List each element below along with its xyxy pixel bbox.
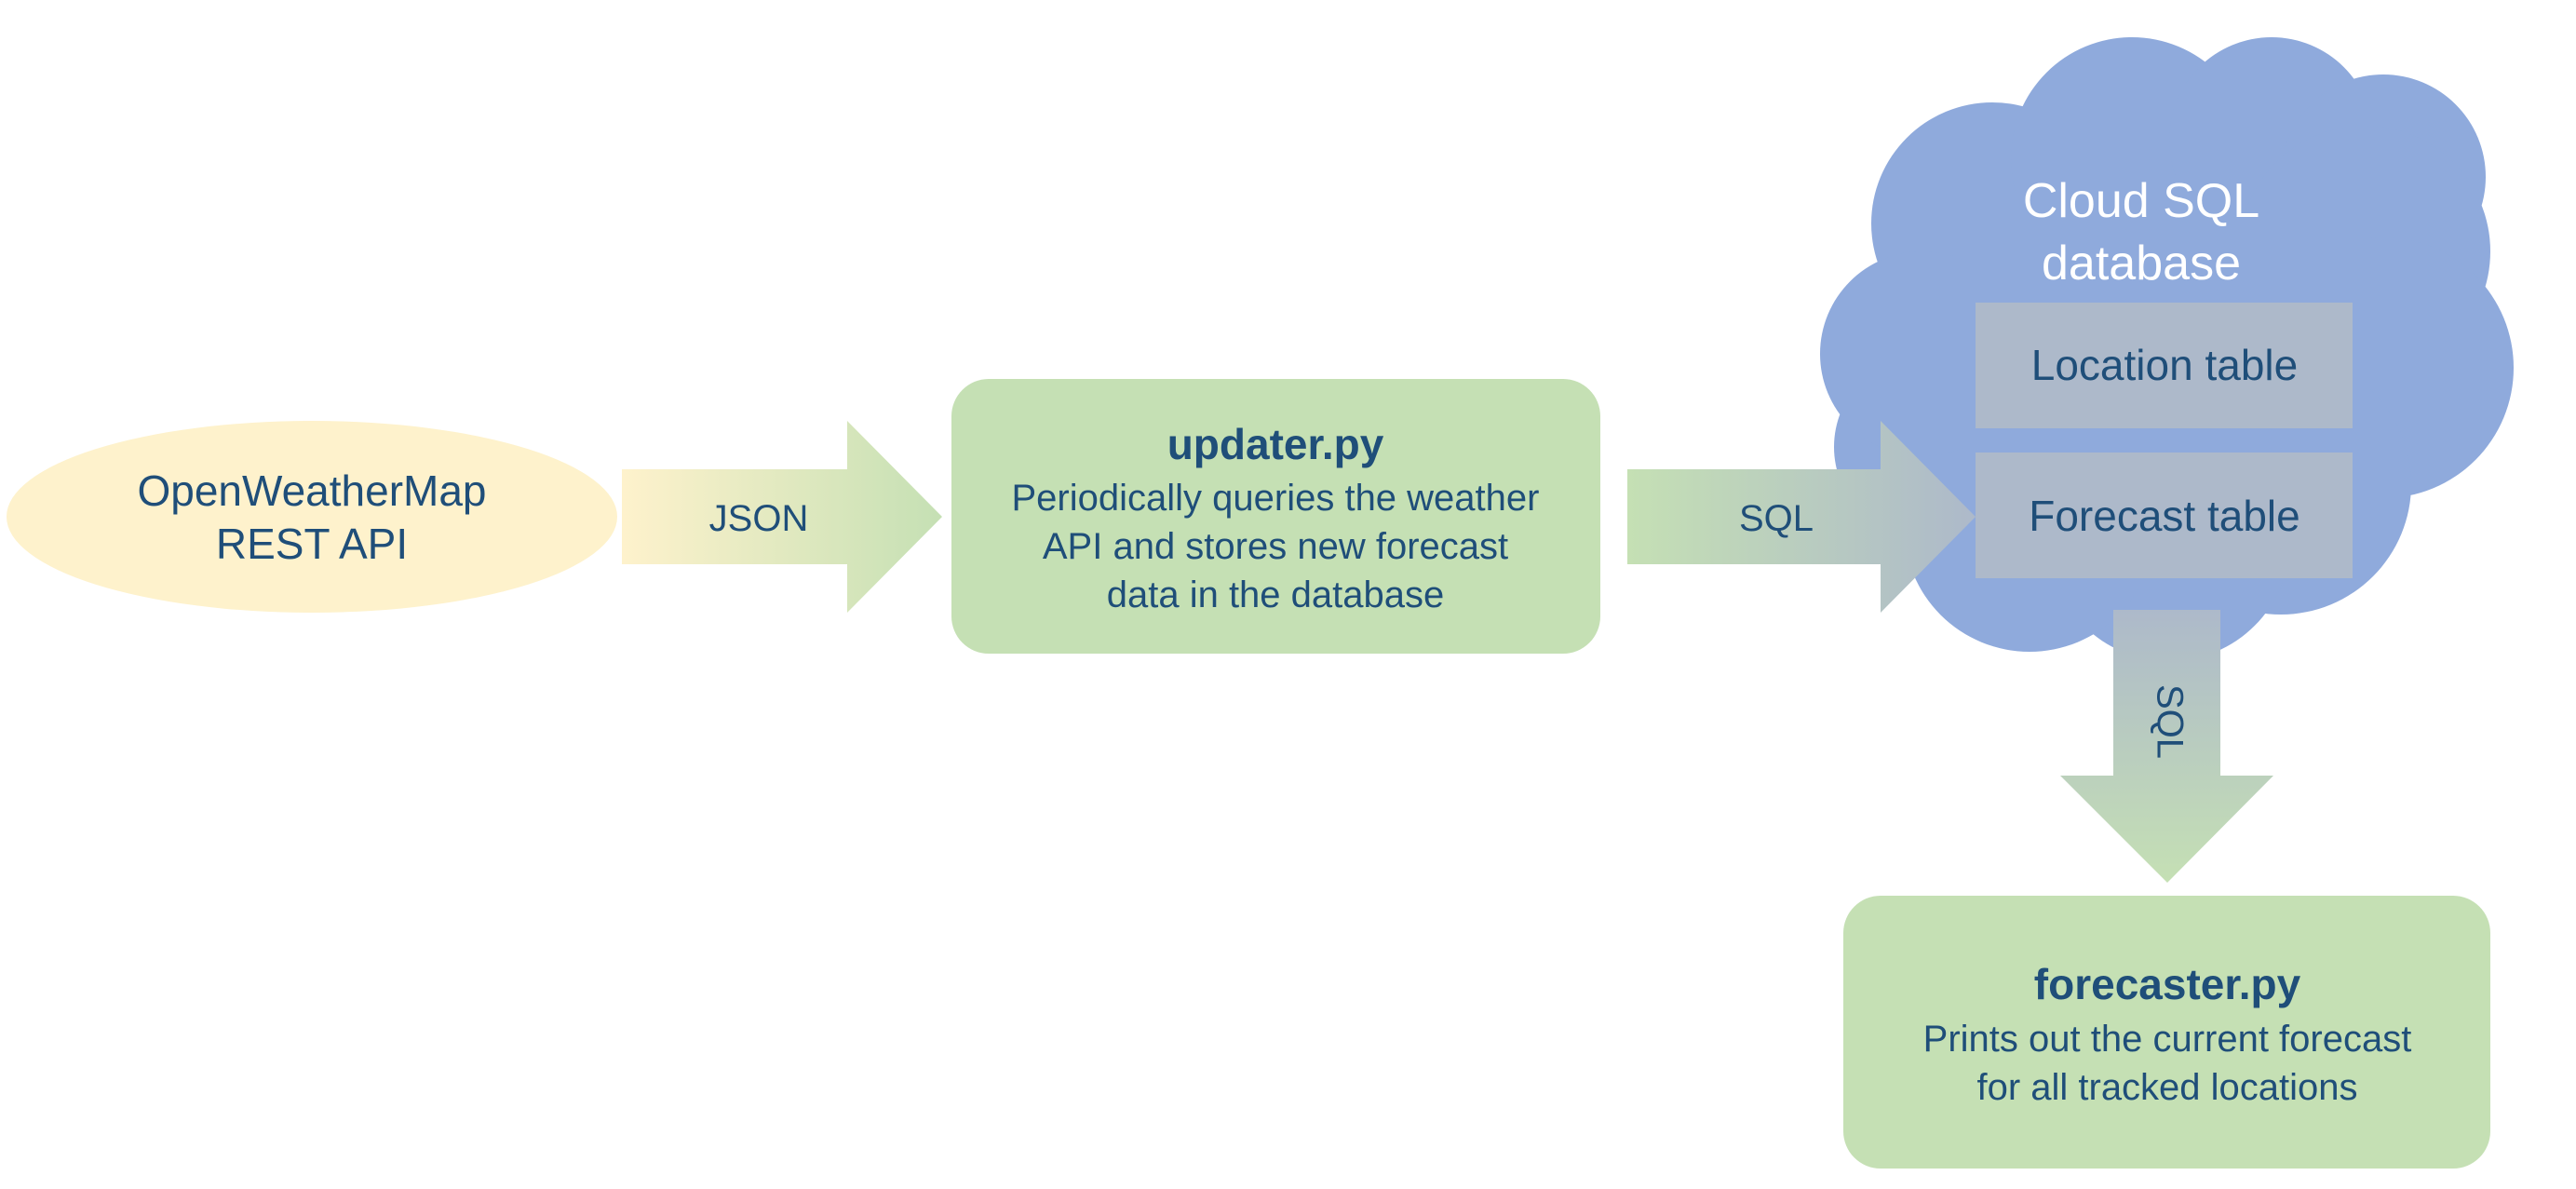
updater-description-line2: API and stores new forecast xyxy=(1043,526,1508,567)
forecaster-description-line1: Prints out the current forecast xyxy=(1923,1019,2412,1060)
location-table-label: Location table xyxy=(2031,341,2298,389)
forecaster-description-line2: for all tracked locations xyxy=(1976,1067,2357,1108)
openweathermap-api-node: OpenWeatherMap REST API xyxy=(7,421,617,613)
forecaster-title: forecaster.py xyxy=(2034,960,2301,1008)
forecast-table: Forecast table xyxy=(1976,453,2353,578)
sql-in-arrow-label: SQL xyxy=(1739,498,1814,539)
sql-out-arrow: SQL xyxy=(2060,610,2273,883)
api-ellipse xyxy=(7,421,617,613)
database-title-line2: database xyxy=(2042,236,2241,290)
sql-out-arrow-label: SQL xyxy=(2149,684,2190,759)
forecaster-box xyxy=(1843,896,2490,1169)
sql-in-arrow-shape xyxy=(1627,421,1976,613)
api-type-label: REST API xyxy=(216,520,408,568)
updater-node: updater.py Periodically queries the weat… xyxy=(951,379,1600,654)
cloud-sql-database-node: Cloud SQL database Location table Foreca… xyxy=(1820,37,2514,661)
updater-description-line3: data in the database xyxy=(1107,574,1445,615)
database-title-line1: Cloud SQL xyxy=(2023,174,2259,228)
json-arrow-label: JSON xyxy=(709,498,809,539)
sql-in-arrow: SQL xyxy=(1627,421,1976,613)
updater-box xyxy=(951,379,1600,654)
updater-description-line1: Periodically queries the weather xyxy=(1012,478,1540,519)
updater-title: updater.py xyxy=(1167,420,1384,468)
forecaster-node: forecaster.py Prints out the current for… xyxy=(1843,896,2490,1169)
location-table: Location table xyxy=(1976,303,2353,428)
forecast-table-box xyxy=(1976,453,2353,578)
json-arrow: JSON xyxy=(622,421,942,613)
api-name-label: OpenWeatherMap xyxy=(137,466,486,515)
sql-out-arrow-shape xyxy=(2060,610,2273,883)
json-arrow-shape xyxy=(622,421,942,613)
forecast-table-label: Forecast table xyxy=(2029,492,2300,540)
location-table-box xyxy=(1976,303,2353,428)
